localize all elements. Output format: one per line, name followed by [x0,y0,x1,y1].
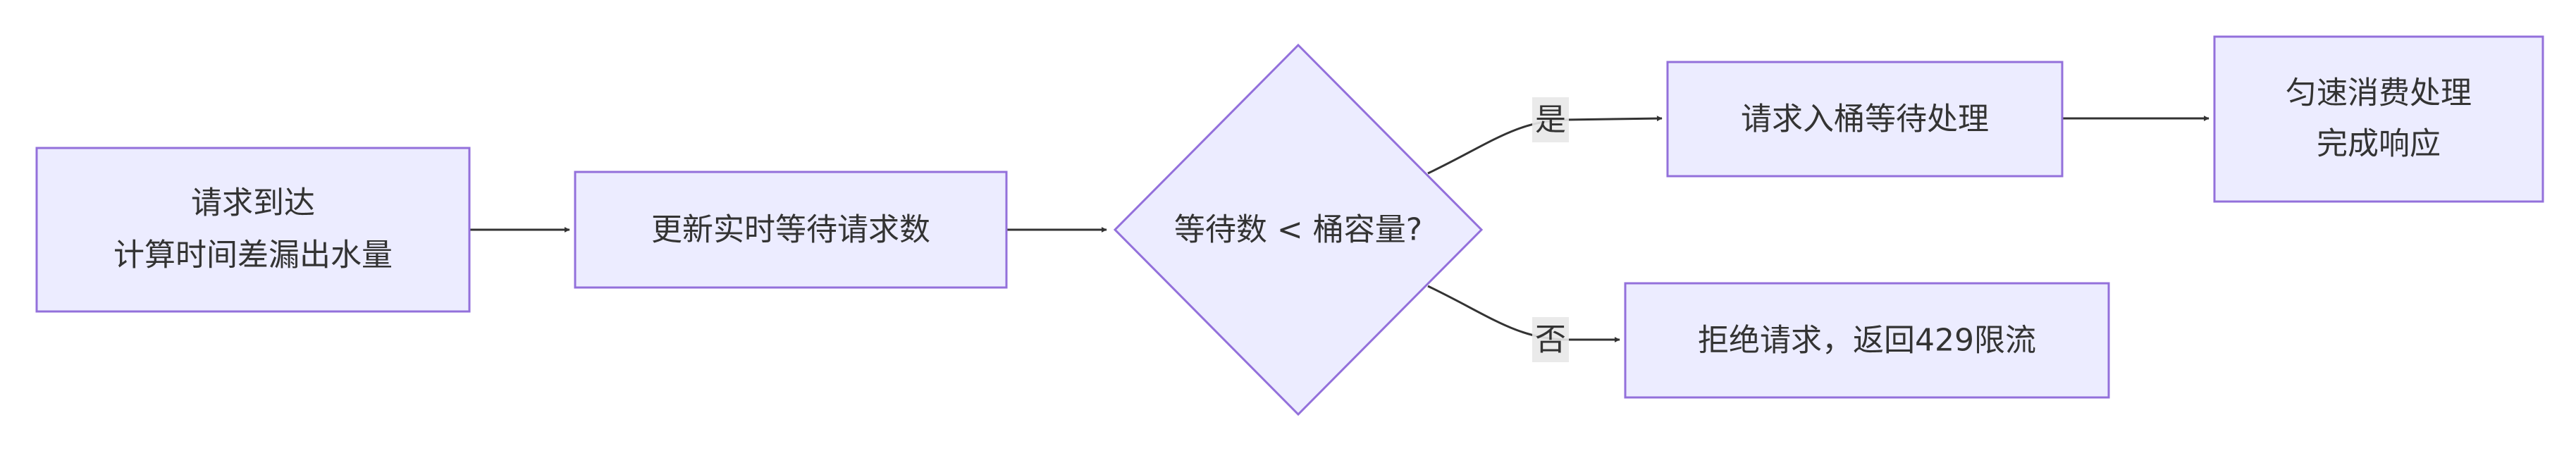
node-capacity-decision-label: 等待数 < 桶容量? [1174,212,1422,248]
node-enqueue-wait-label: 请求入桶等待处理 [1741,101,1989,137]
node-enqueue-wait[interactable]: 请求入桶等待处理 [1666,61,2064,178]
node-uniform-consume-line1: 匀速消费处理 [2286,75,2472,111]
node-reject-429-label: 拒绝请求，返回429限流 [1698,323,2036,359]
node-request-arrive[interactable]: 请求到达 计算时间差漏出水量 [35,147,471,313]
node-update-waiting-count[interactable]: 更新实时等待请求数 [574,171,1008,289]
node-update-waiting-count-label: 更新实时等待请求数 [651,212,930,248]
edge-label-yes: 是 [1532,97,1569,142]
node-reject-429[interactable]: 拒绝请求，返回429限流 [1624,282,2110,399]
edge-label-no: 否 [1532,317,1569,362]
node-capacity-decision[interactable]: 等待数 < 桶容量? [1113,43,1484,416]
edge-decision-to-reject [1427,285,1620,342]
edge-label-yes-text: 是 [1535,102,1566,138]
node-request-arrive-line1: 请求到达 [191,185,315,221]
edge-label-no-text: 否 [1535,322,1566,358]
node-uniform-consume-line2: 完成响应 [2317,126,2441,162]
node-request-arrive-line2: 计算时间差漏出水量 [113,237,393,273]
node-uniform-consume[interactable]: 匀速消费处理 完成响应 [2213,35,2544,203]
